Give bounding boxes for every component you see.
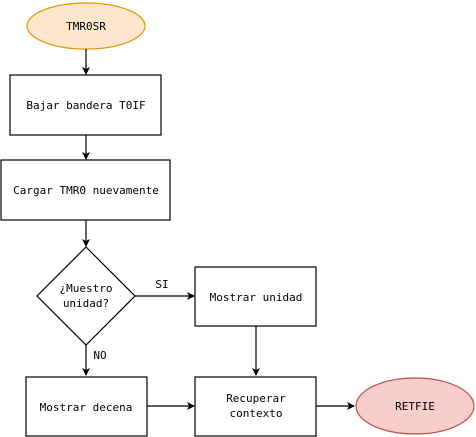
- end-ellipse: [355, 377, 475, 435]
- decision-diamond: [36, 246, 136, 346]
- end-node[interactable]: RETFIE: [355, 377, 475, 435]
- show-tens-box: [25, 376, 148, 437]
- show-tens-node[interactable]: Mostrar decena: [25, 376, 148, 437]
- show-tens-label: Mostrar decena: [40, 401, 133, 414]
- yes-label: SI: [155, 278, 168, 291]
- start-label: TMR0SR: [66, 20, 106, 33]
- clear-flag-node[interactable]: Bajar bandera T0IF: [9, 74, 162, 136]
- decision-label-line1: ¿Muestro: [60, 282, 113, 295]
- show-unit-node[interactable]: Mostrar unidad: [194, 266, 317, 327]
- restore-context-label-line1: Recuperar: [226, 392, 286, 405]
- clear-flag-box: [9, 74, 162, 136]
- end-label: RETFIE: [395, 400, 435, 413]
- start-node[interactable]: TMR0SR: [26, 2, 146, 50]
- show-unit-box: [194, 266, 317, 327]
- restore-context-node[interactable]: Recuperar contexto: [194, 376, 317, 437]
- restore-context-box: [194, 376, 317, 437]
- no-label: NO: [93, 349, 106, 362]
- reload-tmr0-label: Cargar TMR0 nuevamente: [13, 184, 159, 197]
- show-unit-label: Mostrar unidad: [210, 291, 303, 304]
- reload-tmr0-node[interactable]: Cargar TMR0 nuevamente: [0, 159, 171, 221]
- restore-context-label-line2: contexto: [230, 407, 283, 420]
- decision-label-line2: unidad?: [63, 297, 109, 310]
- clear-flag-label: Bajar bandera T0IF: [26, 99, 145, 112]
- decision-node[interactable]: ¿Muestro unidad?: [36, 246, 136, 346]
